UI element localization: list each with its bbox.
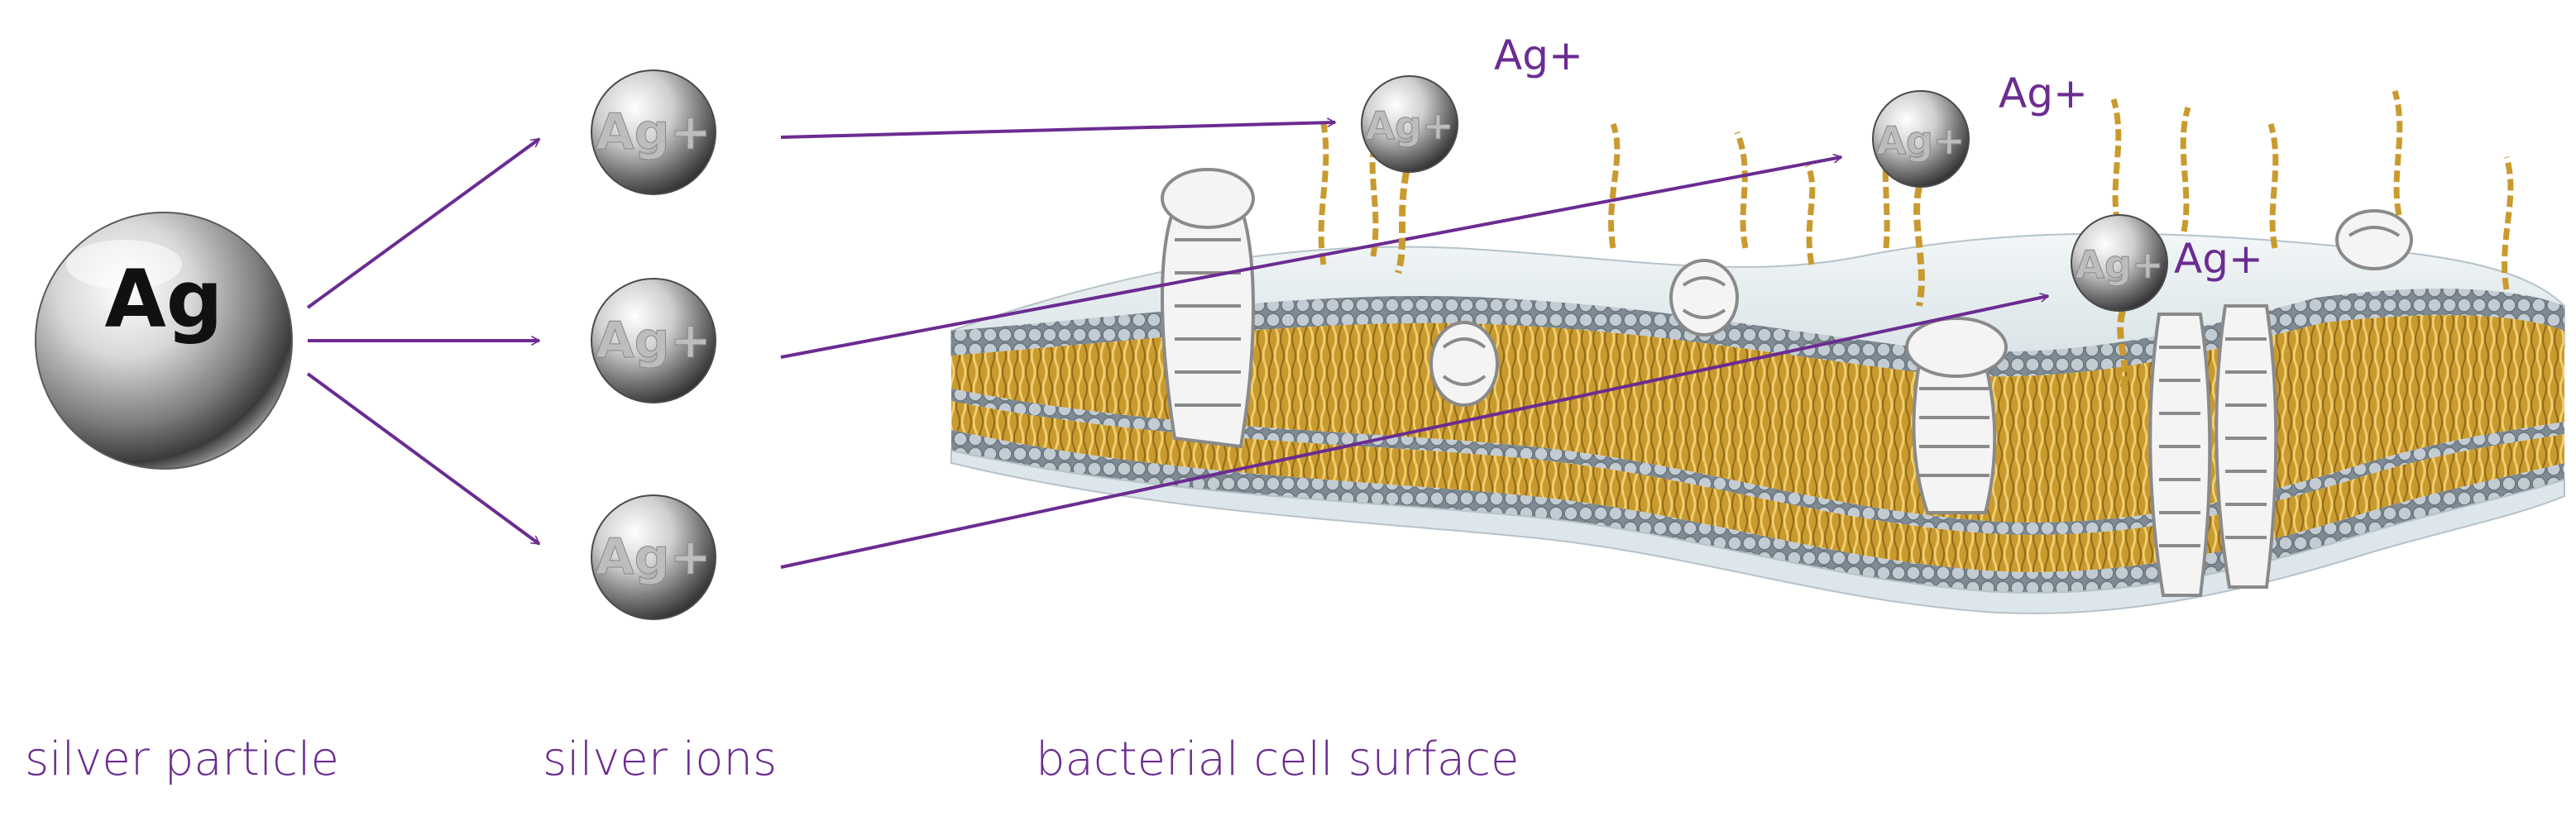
ion-symbol: Ag+ bbox=[596, 312, 711, 370]
ion-symbol: Ag+ bbox=[596, 103, 711, 161]
surface-ion-2: Ag+ bbox=[1872, 90, 1970, 307]
surface-ion-3: Ag+ bbox=[2071, 214, 2168, 390]
caption-bacterial-cell-surface: bacterial cell surface bbox=[1036, 733, 1520, 786]
surface-ion-symbol: Ag+ bbox=[1876, 118, 1965, 163]
arrow-ion-1-to-surface bbox=[780, 122, 1335, 139]
surface-ion-symbol: Ag+ bbox=[2075, 242, 2163, 287]
silver-particle: Ag bbox=[35, 212, 293, 470]
surface-ion-2-label: Ag+ bbox=[1999, 69, 2088, 117]
arrows bbox=[306, 122, 2048, 569]
bacterial-membrane bbox=[950, 89, 2565, 614]
caption-silver-ions: silver ions bbox=[543, 733, 778, 786]
silver-ion-3: Ag+ bbox=[591, 494, 716, 620]
surface-ion-3-label: Ag+ bbox=[2174, 235, 2263, 283]
arrow-particle-to-ion-3 bbox=[306, 372, 539, 546]
membrane-bottom-surface bbox=[950, 449, 2565, 614]
surface-ion-symbol: Ag+ bbox=[1365, 103, 1453, 148]
arrow-ion-3-to-surface bbox=[780, 296, 2048, 569]
membrane-protein bbox=[1669, 259, 1739, 337]
membrane-protein bbox=[1429, 321, 1499, 407]
particle-symbol: Ag bbox=[104, 253, 223, 346]
membrane-protein bbox=[2148, 304, 2278, 597]
membrane-protein bbox=[2335, 209, 2413, 270]
membrane-protein bbox=[1161, 168, 1255, 449]
surface-ion-1: Ag+ bbox=[1361, 75, 1458, 275]
ion-symbol: Ag+ bbox=[596, 528, 711, 586]
silver-ion-1: Ag+ bbox=[591, 69, 716, 195]
caption-silver-particle: silver particle bbox=[25, 733, 339, 786]
arrow-ion-2-to-surface bbox=[780, 157, 1841, 359]
arrow-particle-to-ion-1 bbox=[306, 137, 539, 309]
silver-ion-2: Ag+ bbox=[591, 278, 716, 403]
surface-ion-1-label: Ag+ bbox=[1494, 31, 1583, 79]
membrane-protein bbox=[1905, 317, 2008, 514]
